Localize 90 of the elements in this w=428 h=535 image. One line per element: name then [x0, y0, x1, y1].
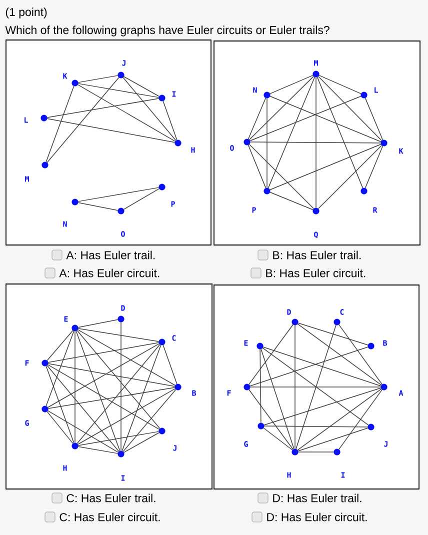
- edge-line: [46, 366, 74, 444]
- question-text: Which of the following graphs have Euler circuits or Euler trails?: [5, 26, 330, 36]
- edge-line: [78, 319, 118, 328]
- edge-line: [262, 348, 369, 426]
- edge-line: [76, 330, 120, 452]
- edge-line: [46, 330, 74, 361]
- edge-line: [46, 330, 74, 406]
- edge-line: [77, 84, 176, 142]
- edge-line: [298, 322, 368, 346]
- edge-line: [264, 388, 382, 426]
- edge-line: [122, 344, 162, 452]
- edge-line: [46, 86, 74, 162]
- edge-line: [124, 76, 160, 97]
- option-label: C: Has Euler trail.: [66, 494, 156, 502]
- edge-line: [270, 144, 382, 190]
- edge-line: [266, 98, 268, 188]
- edge-line: [264, 426, 368, 428]
- graph-panel: [6, 284, 212, 490]
- edge-line: [76, 344, 160, 444]
- edge-line: [78, 431, 160, 446]
- edge-line: [46, 77, 120, 163]
- edge-line: [78, 75, 118, 83]
- edge-line: [364, 98, 384, 140]
- edge-line: [46, 411, 74, 444]
- edge-line: [260, 348, 294, 450]
- edge-line: [78, 202, 118, 211]
- edge-line: [46, 118, 176, 143]
- edge-line: [294, 324, 296, 450]
- edge-line: [250, 386, 382, 388]
- edge-line: [48, 342, 160, 363]
- edge-line: [268, 76, 316, 188]
- option-label: C: Has Euler circuit.: [60, 512, 160, 522]
- edge-line: [338, 389, 382, 450]
- edge-line: [248, 144, 266, 188]
- edge-line: [262, 346, 382, 386]
- edge-line: [46, 98, 160, 118]
- edge-line: [123, 188, 160, 210]
- edge-line: [48, 387, 176, 409]
- edge-line: [74, 330, 76, 444]
- edge-line: [318, 76, 382, 142]
- option-label: B: Has Euler trail.: [273, 250, 361, 260]
- edge-line: [78, 446, 118, 454]
- edge-line: [78, 83, 160, 98]
- edge-line: [78, 187, 160, 202]
- option-label: A: Has Euler trail.: [66, 250, 155, 260]
- option-label: D: Has Euler trail.: [273, 494, 362, 502]
- edge-line: [250, 346, 368, 386]
- edge-line: [46, 365, 120, 452]
- edge-line: [296, 324, 336, 450]
- edge-line: [270, 74, 314, 94]
- question-text: (1 point): [6, 8, 47, 18]
- edge-line: [248, 144, 314, 210]
- option-label: B: Has Euler circuit.: [266, 268, 366, 278]
- edge-line: [338, 324, 382, 385]
- edge-line: [78, 328, 160, 342]
- edge-line: [270, 96, 382, 142]
- edge-line: [318, 74, 362, 94]
- edge-line: [248, 324, 294, 385]
- graph-panel: [6, 40, 212, 246]
- edge-line: [120, 322, 122, 452]
- edge-line: [248, 98, 266, 140]
- edge-line: [78, 388, 176, 445]
- edge-line: [297, 324, 382, 386]
- edge-line: [250, 96, 362, 142]
- edge-line: [78, 329, 176, 386]
- edge-line: [248, 389, 294, 450]
- edge-line: [48, 363, 176, 387]
- edge-line: [248, 76, 314, 140]
- graph-panel: [214, 40, 420, 246]
- edge-line: [250, 142, 382, 144]
- edge-line: [162, 100, 178, 140]
- edge-line: [364, 146, 384, 188]
- edge-line: [122, 389, 176, 452]
- edge-line: [47, 364, 160, 430]
- edge-line: [298, 428, 368, 452]
- option-label: A: Has Euler circuit.: [59, 268, 160, 278]
- edge-line: [76, 330, 160, 429]
- edge-line: [48, 343, 160, 408]
- edge-line: [162, 344, 178, 384]
- edge-line: [47, 410, 119, 453]
- edge-line: [263, 428, 293, 450]
- edge-line: [270, 192, 314, 210]
- edge-line: [124, 432, 160, 453]
- edge-line: [297, 388, 382, 450]
- edge-line: [260, 348, 262, 424]
- edge-line: [316, 76, 364, 188]
- graph-panel: [214, 284, 420, 490]
- edge-line: [122, 77, 176, 141]
- edge-line: [318, 144, 382, 210]
- option-label: D: Has Euler circuit.: [267, 512, 367, 522]
